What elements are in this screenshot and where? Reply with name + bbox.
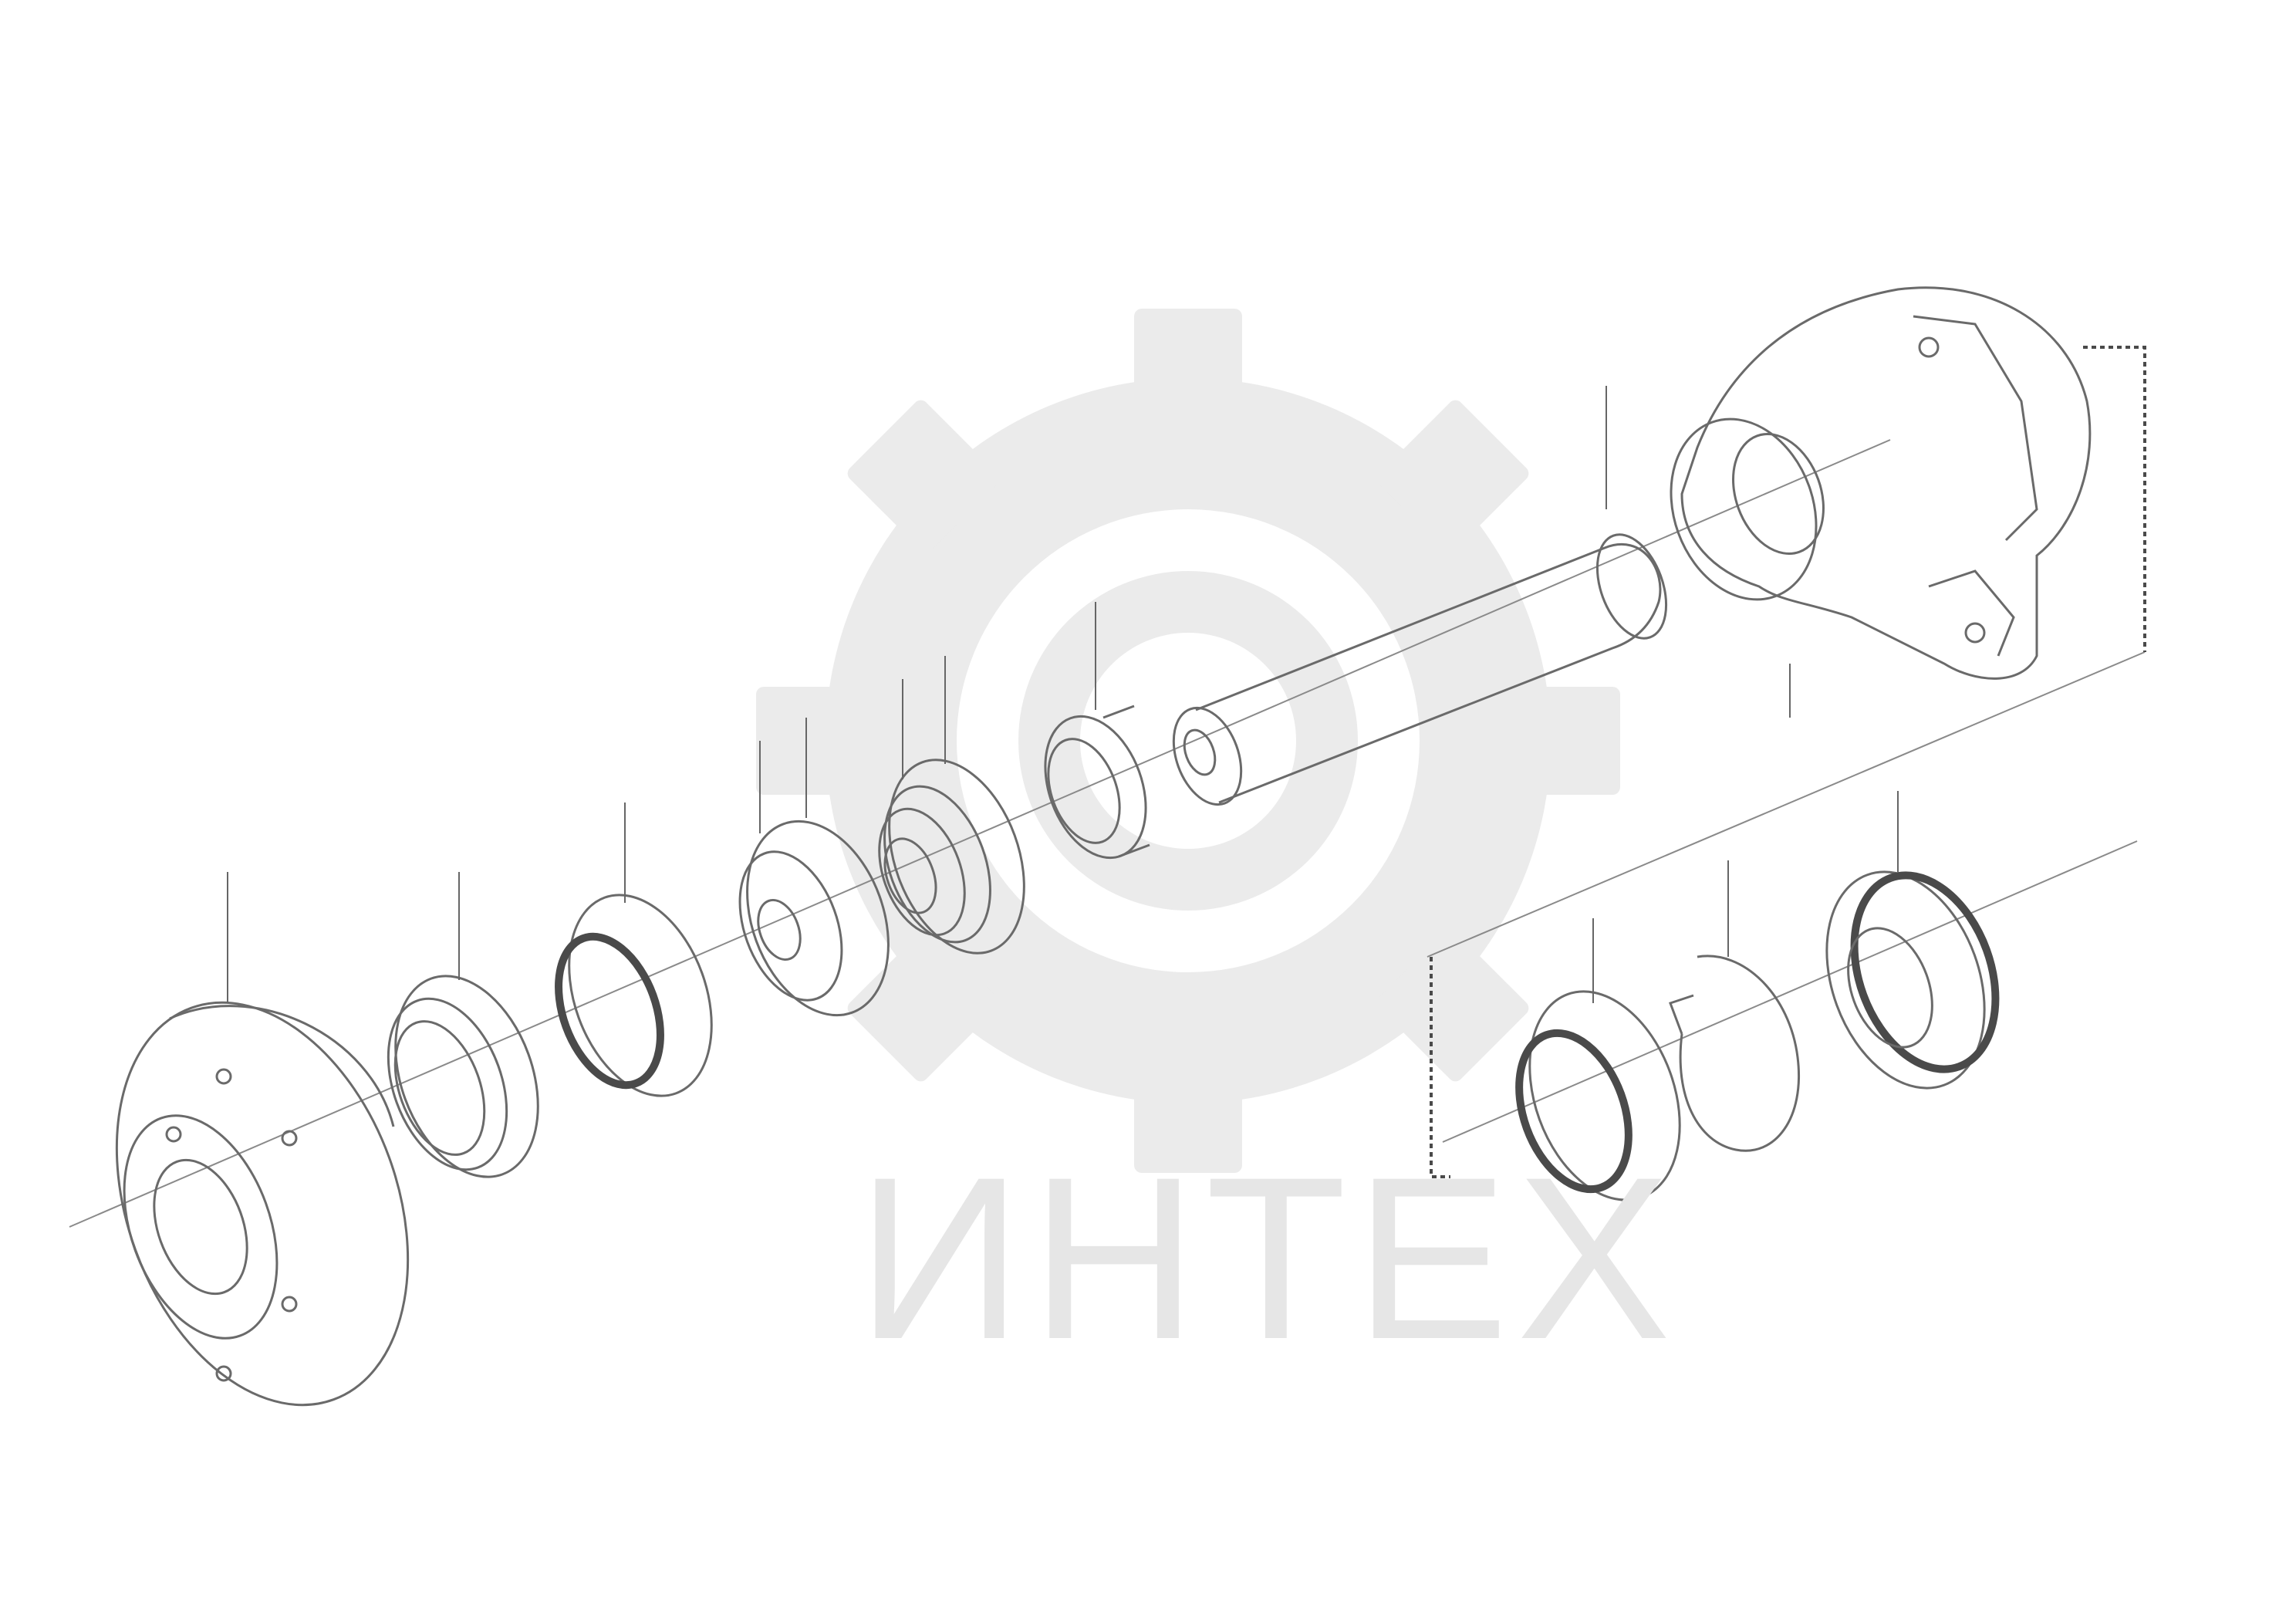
seal-ring — [387, 975, 539, 1178]
ring-part — [1044, 705, 1150, 860]
watermark-gear-logo — [756, 309, 1620, 1173]
lower-gear — [1825, 870, 2000, 1090]
lower-bearing — [1515, 990, 1681, 1201]
lower-axis-line — [1442, 840, 2138, 1143]
bracket-lower — [1430, 957, 1450, 1178]
connector-line — [1427, 651, 2146, 958]
snap-ring — [1669, 955, 1800, 1152]
shaft — [1172, 533, 1668, 806]
gear-housing — [1670, 286, 2092, 680]
spacer-disk — [738, 819, 890, 1017]
bracket-upper — [2083, 346, 2146, 652]
gear-stack — [878, 759, 1025, 955]
figure-reference — [1998, 1244, 2160, 1249]
main-axis-line — [69, 439, 1891, 1228]
flange — [115, 1001, 410, 1407]
watermark-brand-text: ИНТЕХ — [856, 1128, 1679, 1387]
callout-leaders — [227, 386, 1899, 1003]
bearing — [555, 894, 713, 1097]
